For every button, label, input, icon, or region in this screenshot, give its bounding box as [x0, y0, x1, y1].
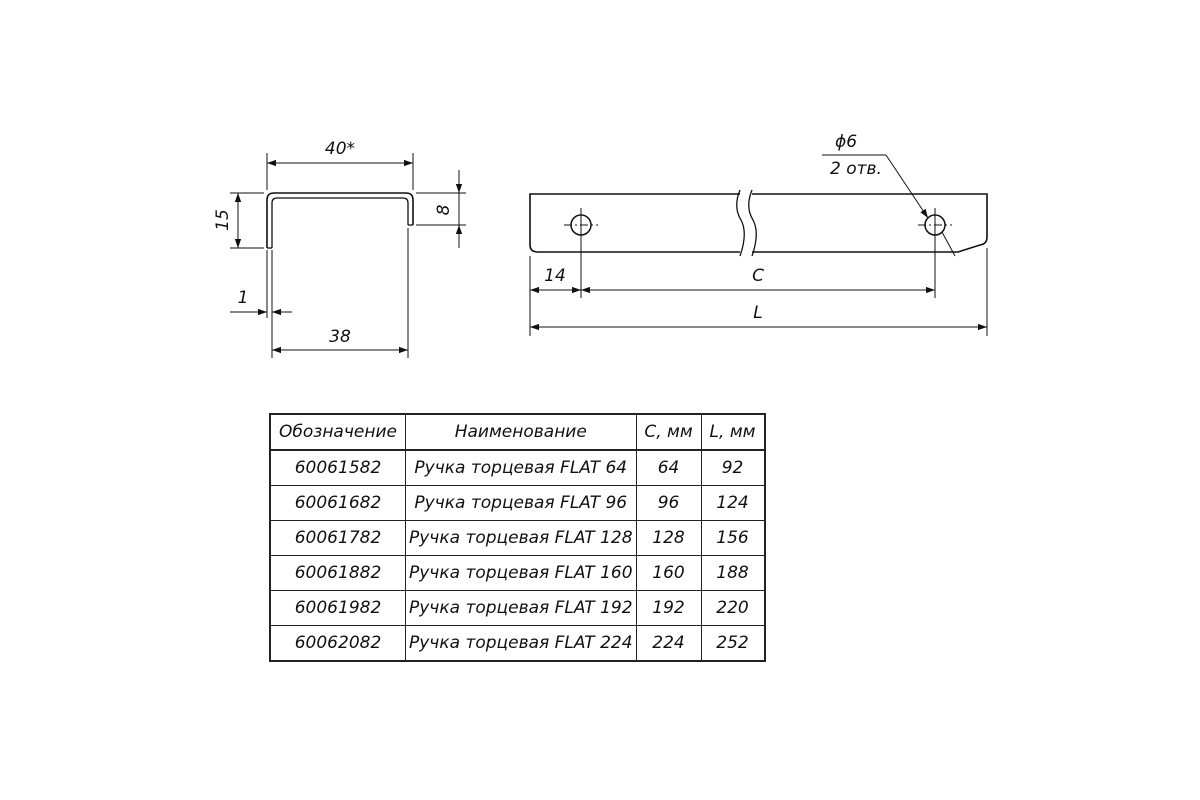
label-edge-offset: 14: [544, 266, 566, 286]
cell-name: Ручка торцевая FLAT 64: [405, 449, 637, 486]
spec-table: Обозначение Наименование C, мм L, мм 600…: [269, 413, 766, 662]
profile-outline: [266, 192, 414, 248]
label-total-length: L: [753, 303, 762, 323]
cell-code: 60061782: [269, 520, 406, 556]
break-line-left: [736, 189, 745, 257]
cell-name: Ручка торцевая FLAT 192: [405, 590, 637, 626]
cell-name: Ручка торцевая FLAT 224: [405, 625, 637, 662]
top-view-labels: ϕ6 2 отв. 14 C L: [544, 132, 882, 323]
cell-c: 128: [635, 520, 702, 556]
cell-code: 60062082: [269, 625, 406, 662]
label-height-outer: 15: [213, 209, 233, 231]
cell-c: 96: [635, 485, 702, 521]
cell-name: Ручка торцевая FLAT 128: [405, 520, 637, 556]
table-row: 60062082 Ручка торцевая FLAT 224 224 252: [269, 625, 766, 662]
cell-code: 60061882: [269, 555, 406, 591]
label-hole-diameter: ϕ6: [835, 132, 857, 152]
cell-l: 252: [700, 625, 766, 662]
header-l: L, мм: [700, 413, 766, 451]
cell-c: 224: [635, 625, 702, 662]
label-hole-count: 2 отв.: [830, 159, 882, 179]
cell-code: 60061982: [269, 590, 406, 626]
cell-l: 92: [700, 449, 766, 486]
top-view: [529, 154, 988, 336]
cell-c: 64: [635, 449, 702, 486]
bar-outline-right: [752, 193, 988, 253]
cell-c: 160: [635, 555, 702, 591]
cell-name: Ручка торцевая FLAT 96: [405, 485, 637, 521]
label-thickness: 1: [238, 288, 249, 308]
label-height-inner: 8: [434, 204, 454, 215]
cell-l: 124: [700, 485, 766, 521]
table-row: 60061782 Ручка торцевая FLAT 128 128 156: [269, 520, 766, 556]
label-width-bottom: 38: [329, 327, 351, 347]
cell-l: 156: [700, 520, 766, 556]
cell-c: 192: [635, 590, 702, 626]
header-c: C, мм: [635, 413, 702, 451]
profile-labels: 40* 15 8 1 38: [213, 139, 454, 347]
header-code: Обозначение: [269, 413, 406, 451]
cell-code: 60061682: [269, 485, 406, 521]
profile-view: [230, 153, 466, 358]
label-center-distance: C: [752, 266, 764, 286]
table-row: 60061982 Ручка торцевая FLAT 192 192 220: [269, 590, 766, 626]
label-width-top: 40*: [325, 139, 355, 159]
table-row: 60061582 Ручка торцевая FLAT 64 64 92: [269, 449, 766, 486]
hole-leader: [885, 154, 929, 219]
cell-code: 60061582: [269, 449, 406, 486]
spec-table-header-row: Обозначение Наименование C, мм L, мм: [269, 413, 766, 451]
cell-name: Ручка торцевая FLAT 160: [405, 555, 637, 591]
cell-l: 220: [700, 590, 766, 626]
profile-inner-line: [271, 197, 409, 248]
bar-outline-left: [529, 193, 740, 253]
cell-l: 188: [700, 555, 766, 591]
break-line-right: [748, 189, 757, 257]
header-name: Наименование: [405, 413, 637, 451]
table-row: 60061682 Ручка торцевая FLAT 96 96 124: [269, 485, 766, 521]
table-row: 60061882 Ручка торцевая FLAT 160 160 188: [269, 555, 766, 591]
